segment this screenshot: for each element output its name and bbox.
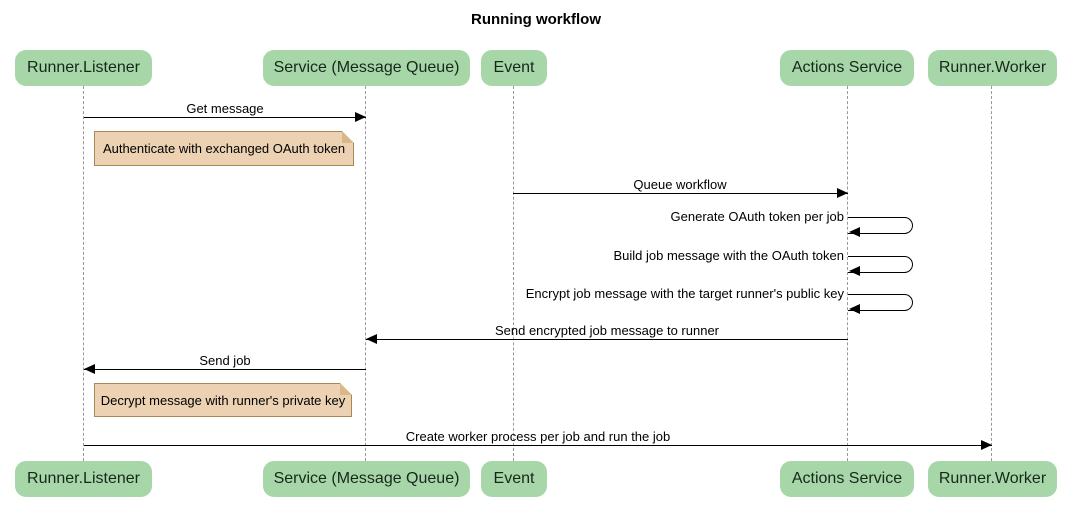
lifeline-runner-worker xyxy=(991,86,992,461)
self-loop-build-job-message xyxy=(848,256,913,273)
participant-label: Event xyxy=(493,470,535,487)
message-label-build-job-message: Build job message with the OAuth token xyxy=(613,248,844,263)
message-label-get-message: Get message xyxy=(186,101,264,116)
message-label-send-encrypted-job: Send encrypted job message to runner xyxy=(494,323,720,338)
lifeline-event xyxy=(513,86,514,461)
participant-bottom-actions-service: Actions Service xyxy=(780,461,914,497)
message-label-send-job: Send job xyxy=(199,353,251,368)
lifeline-actions-service xyxy=(847,86,848,461)
lifeline-service-message-queue xyxy=(365,86,366,461)
participant-bottom-runner-worker: Runner.Worker xyxy=(928,461,1057,497)
participant-label: Runner.Listener xyxy=(27,470,140,487)
participant-bottom-event: Event xyxy=(481,461,547,497)
message-label-create-worker-process: Create worker process per job and run th… xyxy=(405,429,671,444)
message-line-send-encrypted-job xyxy=(366,339,848,340)
participant-top-event: Event xyxy=(481,50,547,86)
participant-label: Runner.Worker xyxy=(938,470,1047,487)
diagram-title: Running workflow xyxy=(471,11,601,28)
participant-label: Service (Message Queue) xyxy=(273,59,460,76)
note-authenticate-oauth: Authenticate with exchanged OAuth token xyxy=(94,131,354,166)
participant-bottom-service-message-queue: Service (Message Queue) xyxy=(263,461,470,497)
lifeline-runner-listener xyxy=(83,86,84,461)
self-loop-generate-oauth-token xyxy=(848,217,913,234)
participant-label: Runner.Listener xyxy=(27,59,140,76)
participant-label: Runner.Worker xyxy=(938,59,1047,76)
participant-label: Actions Service xyxy=(791,59,903,76)
message-label-generate-oauth-token: Generate OAuth token per job xyxy=(670,209,844,224)
note-fold-flap-icon xyxy=(340,383,352,395)
message-line-get-message xyxy=(84,117,366,118)
participant-label: Event xyxy=(493,59,535,76)
message-line-queue-workflow xyxy=(513,193,848,194)
participant-top-actions-service: Actions Service xyxy=(780,50,914,86)
note-fold-flap-icon xyxy=(342,131,354,143)
arrowhead-left-icon xyxy=(366,334,377,344)
message-line-create-worker-process xyxy=(84,445,992,446)
message-line-send-job xyxy=(84,369,366,370)
arrowhead-left-icon xyxy=(849,266,860,276)
arrowhead-left-icon xyxy=(849,304,860,314)
self-loop-encrypt-job-message xyxy=(848,294,913,311)
participant-label: Service (Message Queue) xyxy=(273,470,460,487)
arrowhead-right-icon xyxy=(355,112,366,122)
note-decrypt-private-key: Decrypt message with runner's private ke… xyxy=(94,383,352,417)
arrowhead-left-icon xyxy=(849,227,860,237)
note-text: Decrypt message with runner's private ke… xyxy=(100,392,346,408)
arrowhead-left-icon xyxy=(84,364,95,374)
arrowhead-right-icon xyxy=(837,188,848,198)
participant-top-service-message-queue: Service (Message Queue) xyxy=(263,50,470,86)
note-text: Authenticate with exchanged OAuth token xyxy=(102,141,346,156)
participant-top-runner-worker: Runner.Worker xyxy=(928,50,1057,86)
participant-top-runner-listener: Runner.Listener xyxy=(15,50,152,86)
message-label-encrypt-job-message: Encrypt job message with the target runn… xyxy=(525,286,844,301)
message-label-queue-workflow: Queue workflow xyxy=(633,177,727,192)
arrowhead-right-icon xyxy=(981,440,992,450)
participant-bottom-runner-listener: Runner.Listener xyxy=(15,461,152,497)
participant-label: Actions Service xyxy=(791,470,903,487)
